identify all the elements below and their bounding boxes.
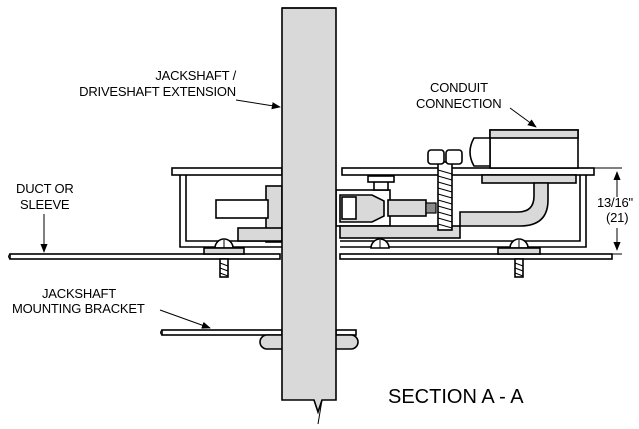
jackshaft-label-line1: JACKSHAFT / (155, 68, 236, 83)
right-housing-bracket (340, 167, 595, 248)
left-housing-bracket (171, 167, 283, 248)
jackshaft-label-line2: DRIVESHAFT EXTENSION (79, 84, 236, 99)
dimension-metric-text: (21) (606, 210, 628, 225)
conduit-connection-box (459, 129, 579, 227)
leader-lines (40, 99, 537, 329)
conduit-label-line1: CONDUIT (430, 80, 488, 95)
mounting-screws (203, 238, 541, 278)
conduit-label-line2: CONNECTION (416, 96, 501, 111)
dimension-13-16 (594, 167, 622, 255)
break-marks (8, 253, 163, 336)
jackshaft-driveshaft-extension (281, 7, 337, 425)
bracket-label-line2: MOUNTING BRACKET (12, 301, 145, 316)
duct-label-line1: DUCT OR (16, 181, 74, 196)
dimension-imperial-text: 13/16" (597, 195, 634, 210)
section-title: SECTION A - A (388, 386, 524, 408)
shaft-coupling (335, 175, 461, 239)
duct-sleeve (9, 253, 613, 260)
duct-label-line2: SLEEVE (20, 197, 70, 212)
threaded-rod (427, 149, 463, 231)
bracket-label-line1: JACKSHAFT (42, 286, 116, 301)
